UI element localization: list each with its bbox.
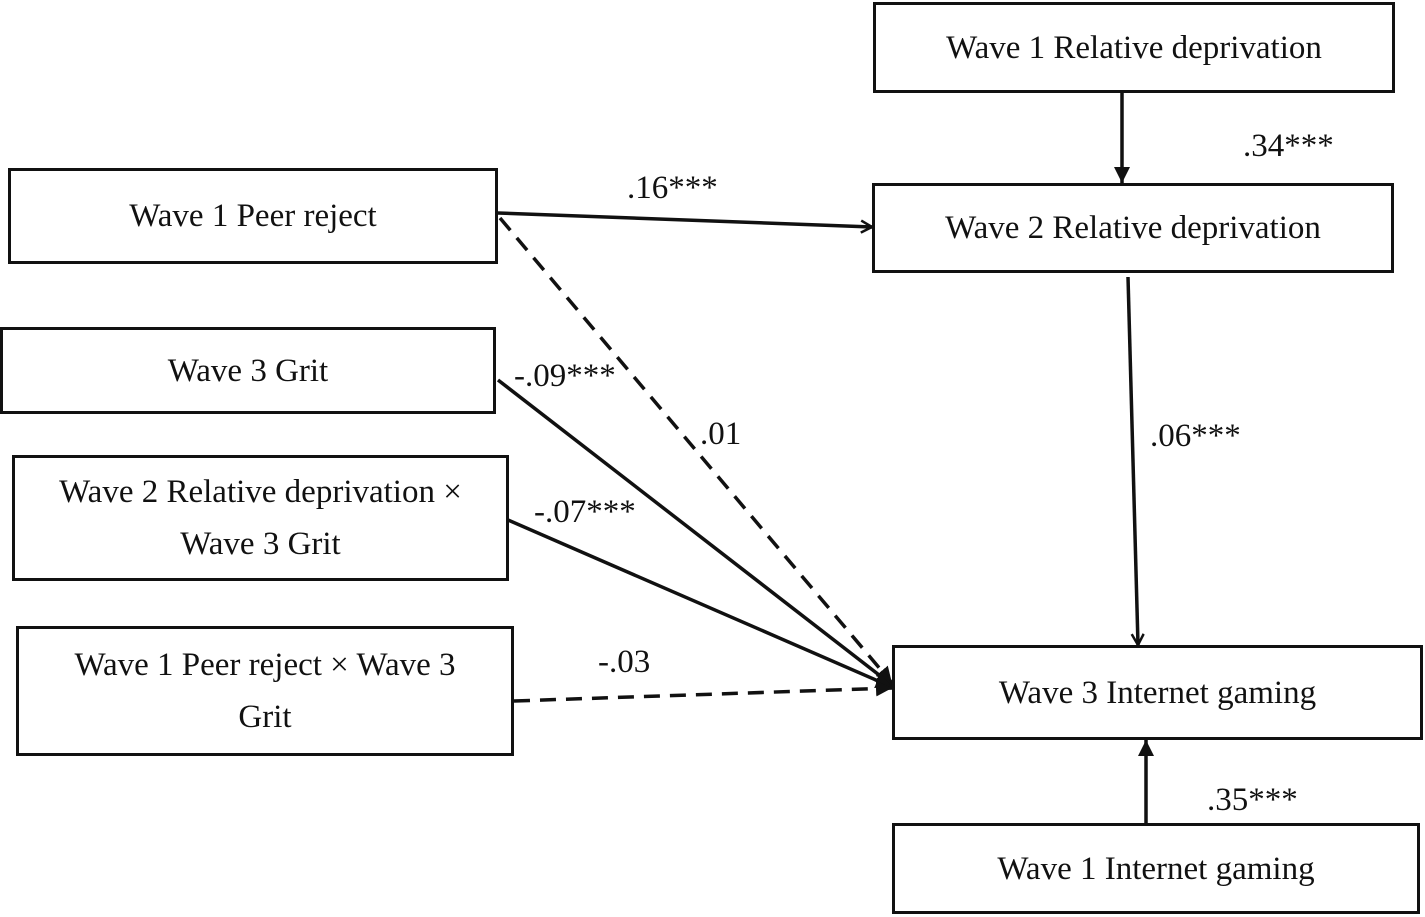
coef-w1rd-to-w2rd: .34*** — [1243, 128, 1334, 164]
node-label: Wave 3 Internet gaming — [998, 674, 1317, 711]
node-label: Wave 2 Relative deprivation — [945, 210, 1321, 246]
arrow-peer-to-w2rd — [498, 213, 872, 227]
arrow-grit-to-w3ig — [496, 378, 894, 687]
coef-rdxgrit-to-w3ig: -.07*** — [534, 494, 636, 530]
coef-peer-to-w3ig: .01 — [700, 416, 742, 452]
node-wave3-grit: Wave 3 Grit — [0, 327, 496, 414]
node-label: Wave 1 Relative deprivation — [946, 29, 1322, 66]
node-label-line2: Wave 3 Grit — [180, 526, 341, 562]
coef-w1ig-to-w3ig: .35*** — [1207, 782, 1298, 818]
node-peer-x-grit: Wave 1 Peer reject × Wave 3 Grit — [16, 626, 514, 756]
arrow-w2rd-to-w3ig — [1126, 276, 1138, 645]
arrow-peer-to-w3ig — [498, 216, 894, 685]
coef-peerxgrit-to-w3ig: -.03 — [598, 644, 651, 680]
coef-peer-to-w2rd: .16*** — [627, 170, 718, 206]
node-label-line1: Wave 1 Peer reject × Wave 3 — [74, 647, 456, 683]
node-label: Wave 3 Grit — [167, 352, 329, 389]
node-rd-x-grit: Wave 2 Relative deprivation × Wave 3 Gri… — [12, 455, 509, 581]
node-wave1-relative-deprivation: Wave 1 Relative deprivation — [873, 2, 1395, 93]
coef-grit-to-w3ig: -.09*** — [514, 358, 616, 394]
node-wave2-relative-deprivation: Wave 2 Relative deprivation — [872, 183, 1394, 273]
coef-w2rd-to-w3ig: .06*** — [1150, 418, 1241, 454]
node-label: Wave 1 Peer reject — [129, 198, 377, 234]
node-label: Wave 1 Internet gaming — [997, 850, 1315, 887]
node-label-line1: Wave 2 Relative deprivation × — [59, 474, 462, 510]
arrow-rdxgrit-to-w3ig — [507, 518, 893, 689]
node-wave1-peer-reject: Wave 1 Peer reject — [8, 168, 498, 264]
node-label-line2: Grit — [238, 699, 292, 735]
node-wave3-internet-gaming: Wave 3 Internet gaming — [892, 645, 1423, 740]
arrow-peerxgrit-to-w3ig — [513, 680, 893, 703]
node-wave1-internet-gaming: Wave 1 Internet gaming — [892, 823, 1420, 914]
